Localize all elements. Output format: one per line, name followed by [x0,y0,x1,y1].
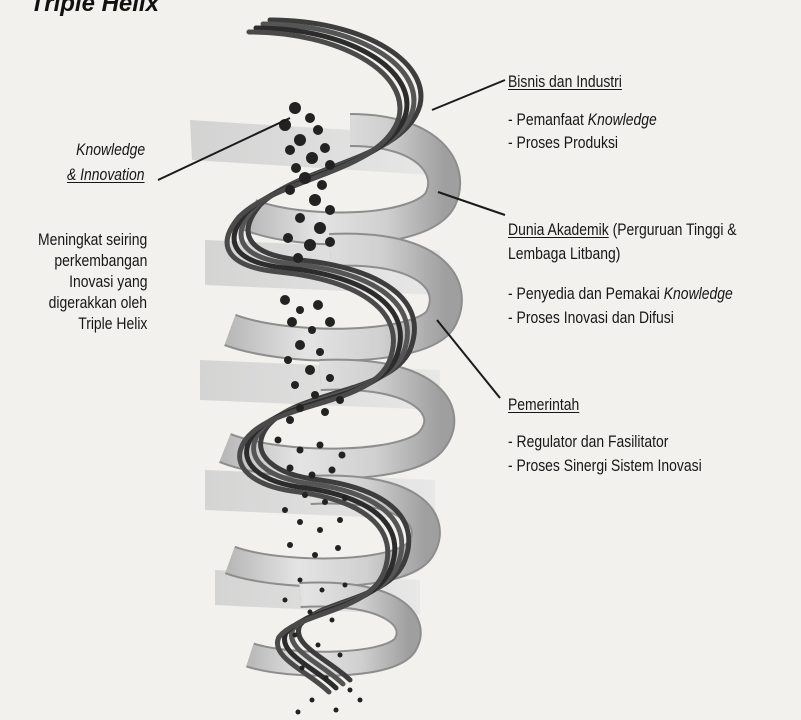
bisnis-heading: Bisnis dan Industri [508,72,622,92]
knowledge-label-line1: Knowledge [76,140,145,160]
page-title: Triple Helix [30,0,159,17]
akademik-item-1: - Penyedia dan Pemakai Knowledge [508,284,733,304]
knowledge-label-line2: & Innovation [67,165,145,185]
bisnis-item-2: - Proses Produksi [508,133,618,153]
akademik-heading-line2: Lembaga Litbang) [508,244,620,264]
note-line-5: Triple Helix [78,314,147,334]
note-line-1: Meningkat seiring [38,230,147,250]
note-line-3: Inovasi yang [69,272,147,292]
note-line-4: digerakkan oleh [49,293,147,313]
bisnis-item-1: - Pemanfaat Knowledge [508,110,657,130]
leader-pemerintah [437,320,500,398]
note-line-2: perkembangan [54,251,147,271]
pemerintah-item-2: - Proses Sinergi Sistem Inovasi [508,456,702,476]
leader-bisnis [432,80,505,110]
pemerintah-item-1: - Regulator dan Fasilitator [508,432,668,452]
akademik-heading: Dunia Akademik (Perguruan Tinggi & [508,220,737,240]
akademik-item-2: - Proses Inovasi dan Difusi [508,308,674,328]
pemerintah-heading: Pemerintah [508,395,579,415]
